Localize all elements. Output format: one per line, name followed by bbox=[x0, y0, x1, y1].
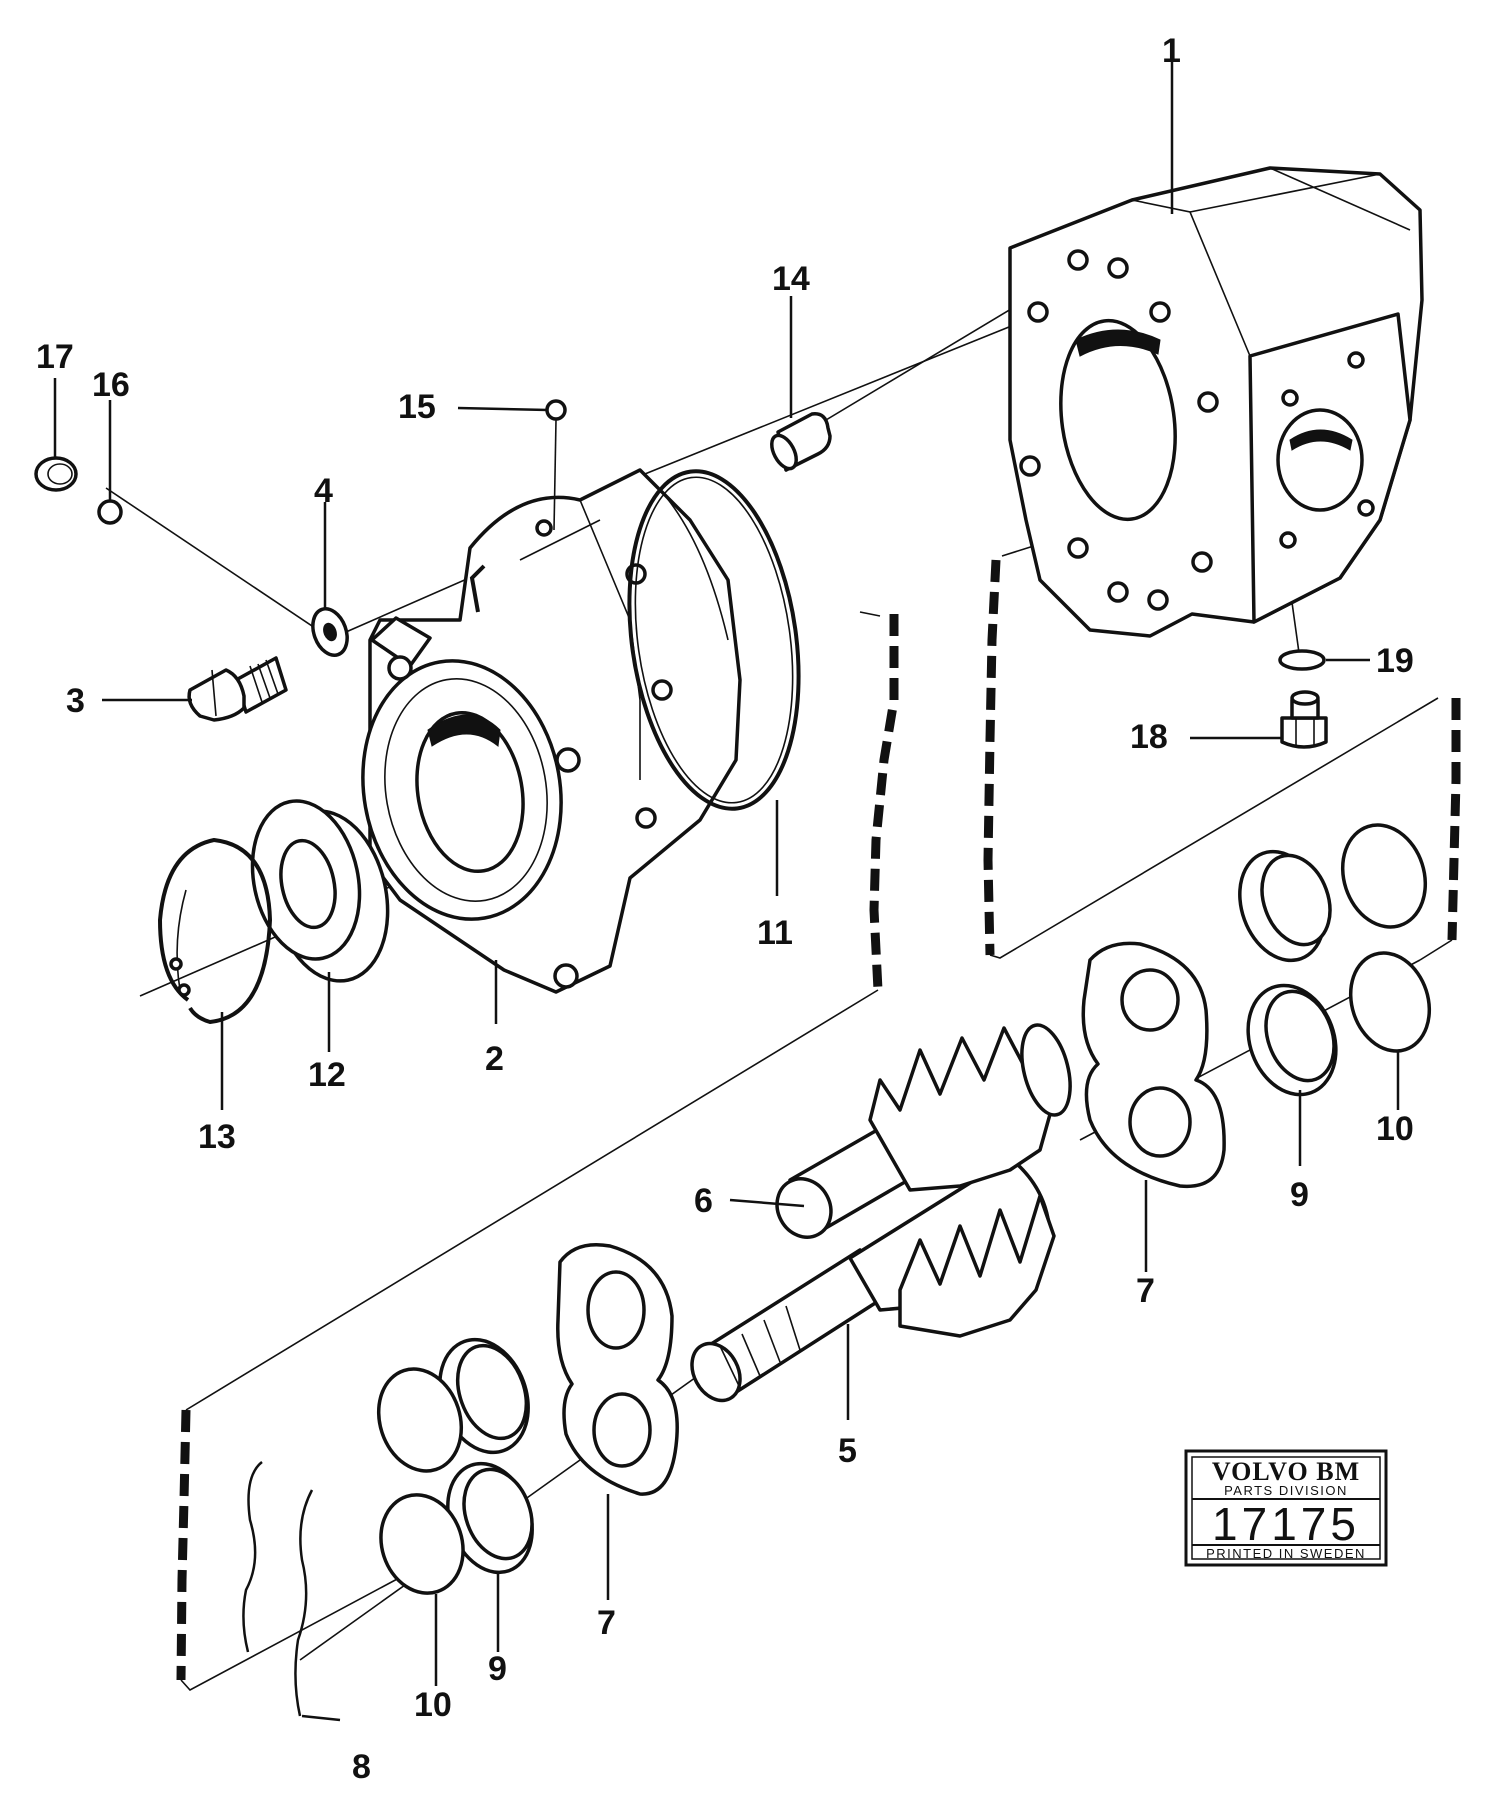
stamp-brand: VOLVO BM bbox=[1212, 1457, 1360, 1486]
callout-15: 15 bbox=[398, 388, 436, 426]
callout-8: 8 bbox=[352, 1748, 371, 1786]
bolt bbox=[187, 656, 288, 722]
pump-housing bbox=[1008, 166, 1424, 638]
stamp-division: PARTS DIVISION bbox=[1224, 1483, 1348, 1498]
callout-7-right: 7 bbox=[1136, 1272, 1155, 1310]
callout-6: 6 bbox=[694, 1182, 713, 1220]
part-8-marker bbox=[242, 1461, 314, 1717]
bearing-plate-right bbox=[1081, 941, 1226, 1189]
callout-4: 4 bbox=[314, 472, 333, 510]
washer bbox=[311, 607, 349, 657]
dashed-group-right bbox=[983, 543, 1461, 961]
callout-5: 5 bbox=[838, 1432, 857, 1470]
drain-plug bbox=[1280, 690, 1328, 749]
driven-gear-shaft bbox=[775, 1023, 1072, 1239]
ball bbox=[97, 499, 123, 525]
o-ring-large bbox=[627, 469, 801, 811]
bearing-plate-left bbox=[556, 1243, 679, 1496]
callout-2: 2 bbox=[485, 1040, 504, 1078]
seal-disc-right-top bbox=[1340, 823, 1428, 929]
callout-labels: 1 2 3 4 5 6 7 7 8 9 9 10 10 11 12 13 14 … bbox=[36, 32, 1414, 1786]
seal-disc-left-bottom bbox=[379, 1493, 465, 1595]
callout-19: 19 bbox=[1376, 642, 1414, 680]
bushing-left-bottom bbox=[446, 1461, 534, 1575]
callout-16: 16 bbox=[92, 366, 130, 404]
snap-ring bbox=[157, 837, 273, 1025]
dowel-pin bbox=[770, 412, 832, 472]
callout-7-left: 7 bbox=[597, 1604, 616, 1642]
volvo-bm-stamp: VOLVO BM PARTS DIVISION 17175 PRINTED IN… bbox=[1184, 1449, 1388, 1567]
bushing-right-top bbox=[1238, 849, 1332, 963]
callout-10-right: 10 bbox=[1376, 1110, 1414, 1148]
drive-gear-shaft bbox=[690, 1156, 1056, 1403]
seal-disc-right-bottom bbox=[1348, 951, 1432, 1053]
callout-9-left: 9 bbox=[488, 1650, 507, 1688]
callout-3: 3 bbox=[66, 682, 85, 720]
callout-11: 11 bbox=[757, 914, 793, 952]
callout-17: 17 bbox=[36, 338, 74, 376]
shaft-seal bbox=[250, 799, 390, 983]
callout-13: 13 bbox=[198, 1118, 236, 1156]
callout-9-right: 9 bbox=[1290, 1176, 1309, 1214]
callout-10-left: 10 bbox=[414, 1686, 452, 1724]
leader-lines bbox=[53, 60, 1400, 1722]
stamp-footer: PRINTED IN SWEDEN bbox=[1206, 1546, 1366, 1561]
seal-washer bbox=[1278, 649, 1326, 671]
callout-18: 18 bbox=[1130, 718, 1168, 756]
front-flange bbox=[361, 468, 742, 994]
callout-12: 12 bbox=[308, 1056, 346, 1094]
stamp-number: 17175 bbox=[1212, 1498, 1360, 1550]
seal-disc-left-top bbox=[376, 1367, 464, 1473]
callout-1: 1 bbox=[1162, 32, 1181, 70]
dashed-group-left bbox=[176, 611, 899, 1692]
bushing-right-bottom bbox=[1246, 983, 1338, 1097]
plug bbox=[34, 456, 78, 492]
callout-14: 14 bbox=[772, 260, 810, 298]
